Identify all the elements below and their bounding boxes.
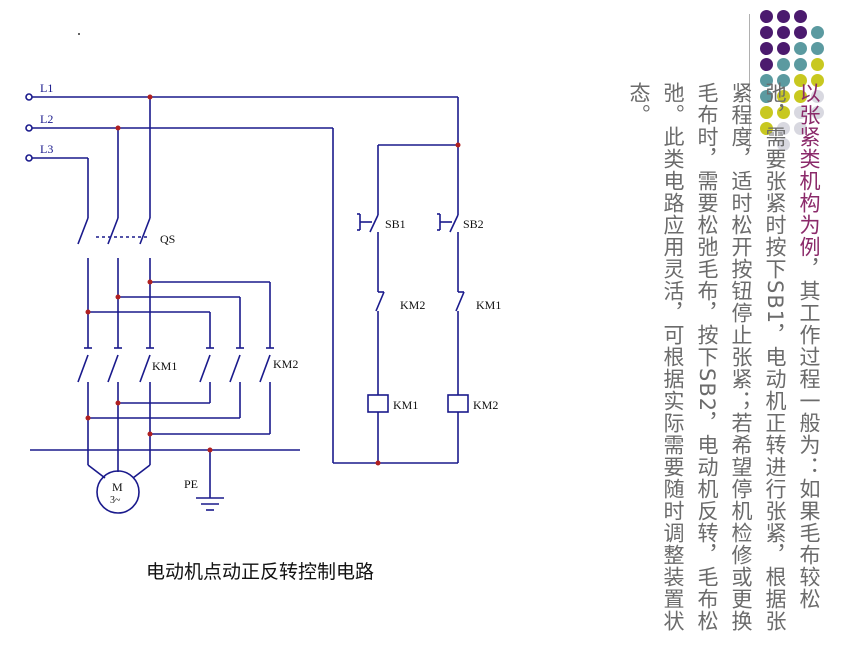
decor-dot	[760, 42, 773, 55]
decor-dot	[777, 138, 790, 151]
label-coil-km1: KM1	[393, 398, 418, 412]
decor-dot	[794, 26, 807, 39]
decor-dot	[777, 58, 790, 71]
label-qs: QS	[160, 232, 175, 246]
decor-dot	[760, 10, 773, 23]
label-l1: L1	[40, 81, 53, 95]
decor-dot	[760, 90, 773, 103]
decor-dot	[777, 90, 790, 103]
motor-symbol	[96, 470, 140, 514]
label-km1: KM1	[152, 359, 177, 373]
decor-dot	[760, 106, 773, 119]
decor-dot	[760, 58, 773, 71]
label-l2: L2	[40, 112, 53, 126]
decor-dot	[794, 42, 807, 55]
decor-dot	[811, 26, 824, 39]
decor-dot	[794, 122, 807, 135]
decor-dot	[777, 42, 790, 55]
explanation-text: 以张紧类机构为例，其工作过程一般为：如果毛布较松弛，需要张紧时按下SB1，电动机…	[622, 82, 826, 642]
body-text: ，其工作过程一般为：如果毛布较松弛，需要张紧时按下SB1，电动机正转进行张紧，根…	[627, 82, 821, 633]
terminals	[25, 93, 33, 162]
label-ctrl-km2: KM2	[400, 298, 425, 312]
circuit-diagram: L1 L2 L3 QS KM1 KM2 M 3~ PE SB1 SB2 KM2 …	[25, 81, 501, 514]
decor-dot	[777, 26, 790, 39]
divider-line	[749, 14, 750, 149]
decor-dot	[811, 58, 824, 71]
highlight-text: 以张紧类机构为例	[797, 82, 821, 258]
decor-dot	[794, 90, 807, 103]
decor-dot	[777, 106, 790, 119]
decor-dot	[794, 10, 807, 23]
decor-dot	[760, 26, 773, 39]
decor-dot	[777, 74, 790, 87]
decor-dot	[794, 106, 807, 119]
decor-dot	[777, 122, 790, 135]
label-sb2: SB2	[463, 217, 484, 231]
label-motor: M	[112, 480, 123, 494]
diagram-caption: 电动机点动正反转控制电路	[146, 561, 375, 583]
label-ctrl-km1: KM1	[476, 298, 501, 312]
decor-dot	[811, 90, 824, 103]
decor-dot	[794, 74, 807, 87]
decor-dot	[794, 58, 807, 71]
coils	[367, 394, 469, 413]
decor-dot	[760, 122, 773, 135]
decor-dot	[811, 106, 824, 119]
label-pe: PE	[184, 477, 198, 491]
decor-dot	[811, 42, 824, 55]
label-sb1: SB1	[385, 217, 406, 231]
stray-dot	[78, 33, 80, 35]
label-coil-km2: KM2	[473, 398, 498, 412]
decor-dot	[777, 10, 790, 23]
label-l3: L3	[40, 142, 53, 156]
label-km2: KM2	[273, 357, 298, 371]
decor-dot	[760, 74, 773, 87]
wires	[30, 96, 465, 511]
label-motor-sub: 3~	[110, 495, 121, 506]
junctions	[85, 94, 461, 466]
decor-dot	[811, 74, 824, 87]
